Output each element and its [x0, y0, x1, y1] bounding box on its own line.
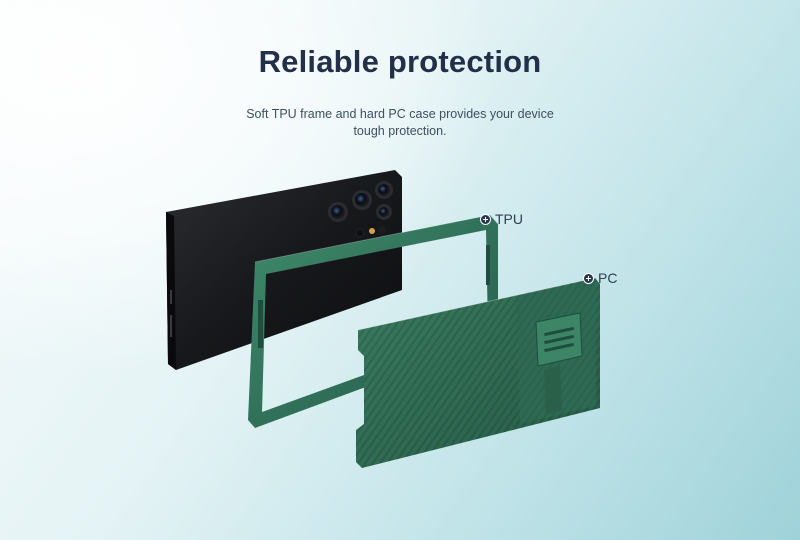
pc-callout: PC: [583, 270, 617, 286]
tpu-callout-label: TPU: [495, 211, 523, 227]
page-title: Reliable protection: [258, 44, 542, 79]
tpu-callout: TPU: [480, 211, 523, 227]
plus-icon: [480, 213, 491, 225]
camera-slider: [516, 280, 596, 424]
pc-callout-label: PC: [598, 270, 618, 286]
exploded-view-illustration: [166, 170, 600, 468]
camera-lens-icon: [328, 181, 393, 238]
plus-icon: [583, 272, 594, 284]
pc-case: [356, 277, 600, 468]
tpu-frame: [248, 214, 499, 428]
page-subtitle: Soft TPU frame and hard PC case provides…: [246, 107, 554, 138]
